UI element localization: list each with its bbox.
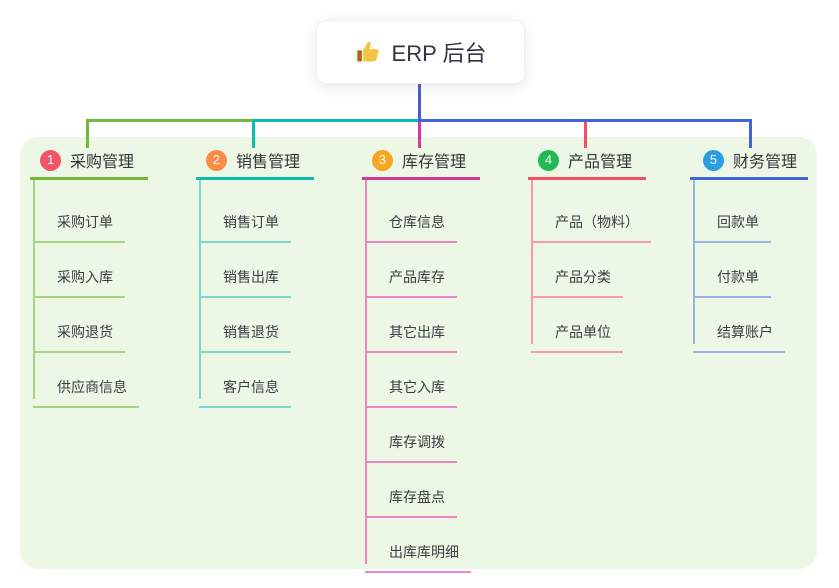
branch-number-badge: 1 xyxy=(40,149,61,171)
root-title: ERP 后台 xyxy=(391,41,487,66)
node-item[interactable]: 采购入库 xyxy=(33,257,125,298)
branch-trunk-line xyxy=(365,180,367,564)
branch-header-finance[interactable]: 5 财务管理 xyxy=(703,149,797,171)
node-item[interactable]: 销售退货 xyxy=(199,312,291,353)
branch-underline xyxy=(528,177,646,180)
branch-number-badge: 5 xyxy=(703,149,724,171)
branch-label: 库存管理 xyxy=(402,154,467,171)
branch-number-badge: 3 xyxy=(372,149,393,171)
connector-drop-product xyxy=(584,122,587,148)
connector-drop-purchase xyxy=(86,119,89,148)
branch-underline xyxy=(30,177,148,180)
node-item[interactable]: 产品（物料） xyxy=(531,202,651,243)
connector-drop-finance xyxy=(749,119,752,148)
node-item[interactable]: 付款单 xyxy=(693,257,771,298)
connector-root-vertical xyxy=(418,82,421,120)
node-item[interactable]: 其它出库 xyxy=(365,312,457,353)
branch-trunk-line xyxy=(531,180,533,344)
thumbs-up-icon xyxy=(355,39,382,66)
root-node[interactable]: ERP 后台 xyxy=(316,20,525,84)
node-item[interactable]: 仓库信息 xyxy=(365,202,457,243)
branch-label: 产品管理 xyxy=(568,154,633,171)
branch-label: 采购管理 xyxy=(70,154,135,171)
node-item[interactable]: 其它入库 xyxy=(365,367,457,408)
branch-trunk-line xyxy=(693,180,695,344)
node-item[interactable]: 库存盘点 xyxy=(365,477,457,518)
branches-panel xyxy=(20,137,817,569)
node-item[interactable]: 回款单 xyxy=(693,202,771,243)
node-item[interactable]: 产品分类 xyxy=(531,257,623,298)
node-item[interactable]: 采购订单 xyxy=(33,202,125,243)
branch-header-inventory[interactable]: 3 库存管理 xyxy=(372,149,466,171)
node-item[interactable]: 产品库存 xyxy=(365,257,457,298)
connector-drop-sales xyxy=(252,119,255,148)
branch-number-badge: 2 xyxy=(206,149,227,171)
node-item[interactable]: 采购退货 xyxy=(33,312,125,353)
node-item[interactable]: 销售订单 xyxy=(199,202,291,243)
connector-bus-teal xyxy=(252,119,418,122)
node-item[interactable]: 结算账户 xyxy=(693,312,785,353)
node-item[interactable]: 供应商信息 xyxy=(33,367,139,408)
branch-header-sales[interactable]: 2 销售管理 xyxy=(206,149,300,171)
connector-drop-inventory xyxy=(418,122,421,148)
branch-label: 销售管理 xyxy=(236,154,301,171)
branch-label: 财务管理 xyxy=(733,154,798,171)
branch-underline xyxy=(362,177,480,180)
node-item[interactable]: 产品单位 xyxy=(531,312,623,353)
node-item[interactable]: 销售出库 xyxy=(199,257,291,298)
branch-underline xyxy=(196,177,314,180)
branch-trunk-line xyxy=(33,180,35,399)
branch-header-purchase[interactable]: 1 采购管理 xyxy=(40,149,134,171)
branch-trunk-line xyxy=(199,180,201,399)
branch-number-badge: 4 xyxy=(538,149,559,171)
connector-bus-green xyxy=(86,119,252,122)
node-item[interactable]: 客户信息 xyxy=(199,367,291,408)
branch-header-product[interactable]: 4 产品管理 xyxy=(538,149,632,171)
connector-bus-blue xyxy=(418,119,752,122)
node-item[interactable]: 出库库明细 xyxy=(365,532,471,573)
branch-underline xyxy=(690,177,808,180)
node-item[interactable]: 库存调拨 xyxy=(365,422,457,463)
